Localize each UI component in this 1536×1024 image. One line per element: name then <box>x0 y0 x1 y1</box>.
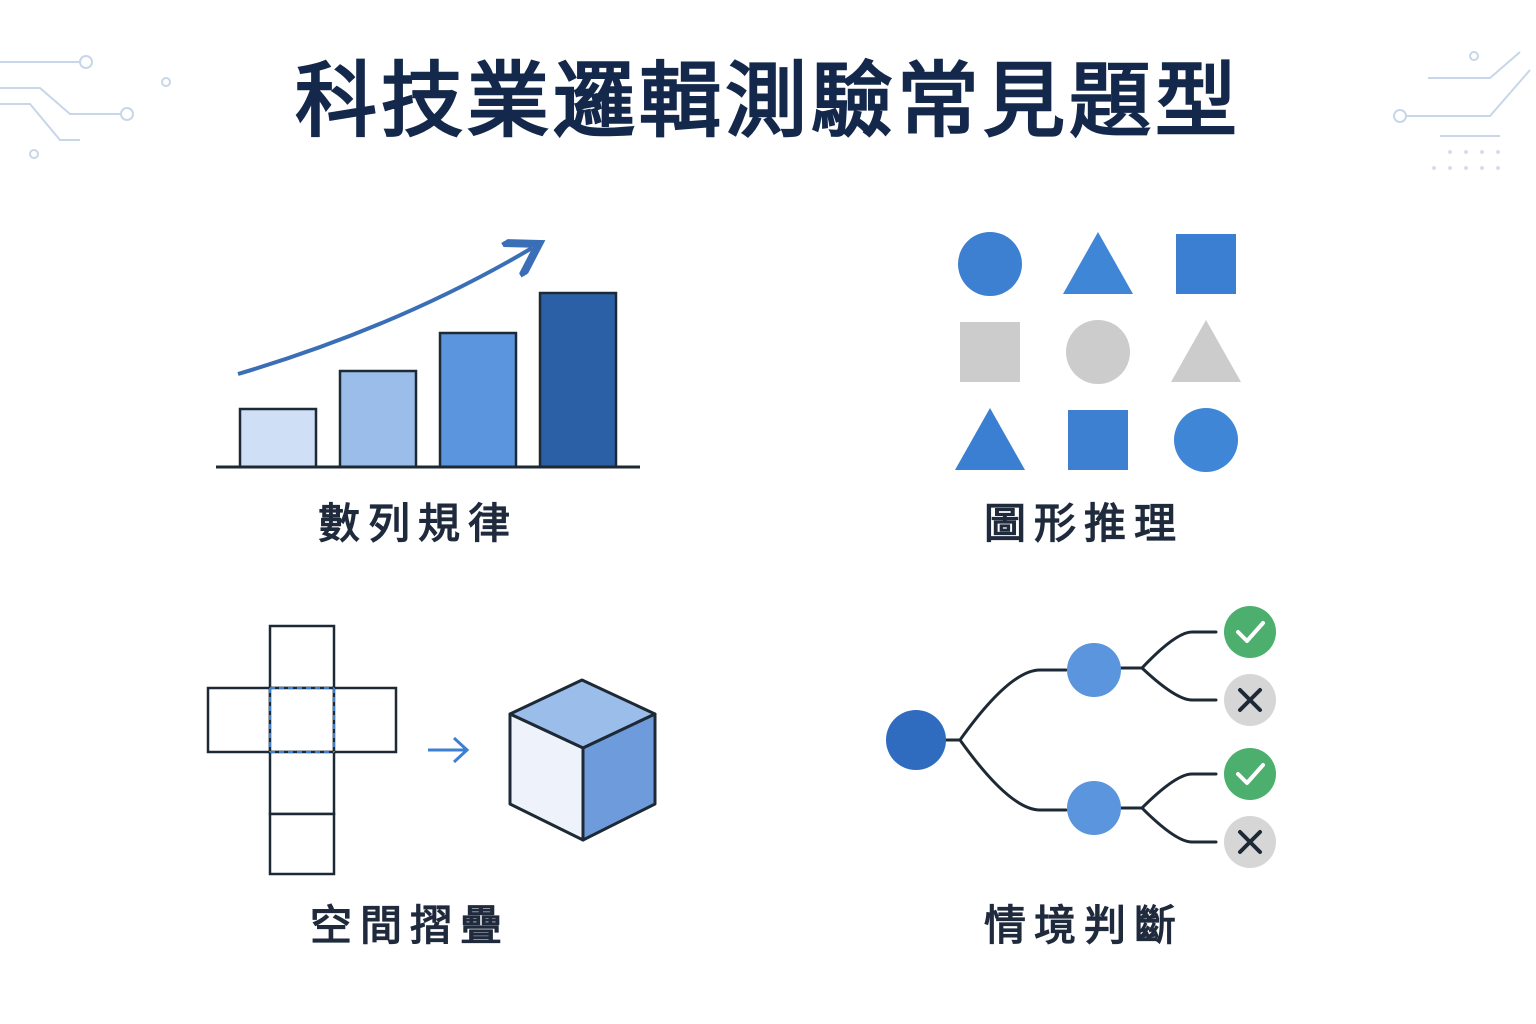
circle-shape-icon <box>958 232 1022 296</box>
check-icon <box>1224 748 1276 800</box>
circuit-decoration-left-icon <box>0 55 171 159</box>
tree-root-node <box>886 710 946 770</box>
circle-shape-icon <box>1174 408 1238 472</box>
tree-branch-node <box>1067 643 1121 697</box>
cube-icon <box>508 678 657 842</box>
section-label-situational-judgment: 情境判斷 <box>983 901 1184 950</box>
triangle-shape-icon <box>1063 232 1133 294</box>
shape-grid-icon <box>955 232 1241 472</box>
cube-net-icon <box>206 624 657 876</box>
section-label-figure-reasoning: 圖形推理 <box>983 499 1184 548</box>
chart-bar <box>438 331 518 469</box>
check-icon <box>1224 606 1276 658</box>
chart-bar <box>338 369 418 469</box>
bar-chart-growth-icon <box>216 230 640 469</box>
growth-arrow-icon <box>237 248 532 376</box>
chart-bar <box>538 291 618 469</box>
triangle-shape-icon <box>1171 320 1241 382</box>
section-label-spatial-folding: 空間摺疊 <box>309 901 510 950</box>
cross-icon <box>1224 674 1276 726</box>
chart-bar <box>238 407 318 469</box>
circuit-decoration-right-icon <box>1393 51 1531 170</box>
square-shape-icon <box>1176 234 1236 294</box>
tree-branch-node <box>1067 781 1121 835</box>
arrow-right-icon <box>428 736 470 764</box>
section-label-number-sequence: 數列規律 <box>317 499 518 548</box>
decision-tree-icon <box>886 606 1276 868</box>
triangle-shape-icon <box>955 408 1025 470</box>
page-title: 科技業邏輯測驗常見題型 <box>294 54 1241 149</box>
square-shape-icon <box>1068 410 1128 470</box>
circle-shape-icon <box>1066 320 1130 384</box>
cross-icon <box>1224 816 1276 868</box>
square-shape-icon <box>960 322 1020 382</box>
